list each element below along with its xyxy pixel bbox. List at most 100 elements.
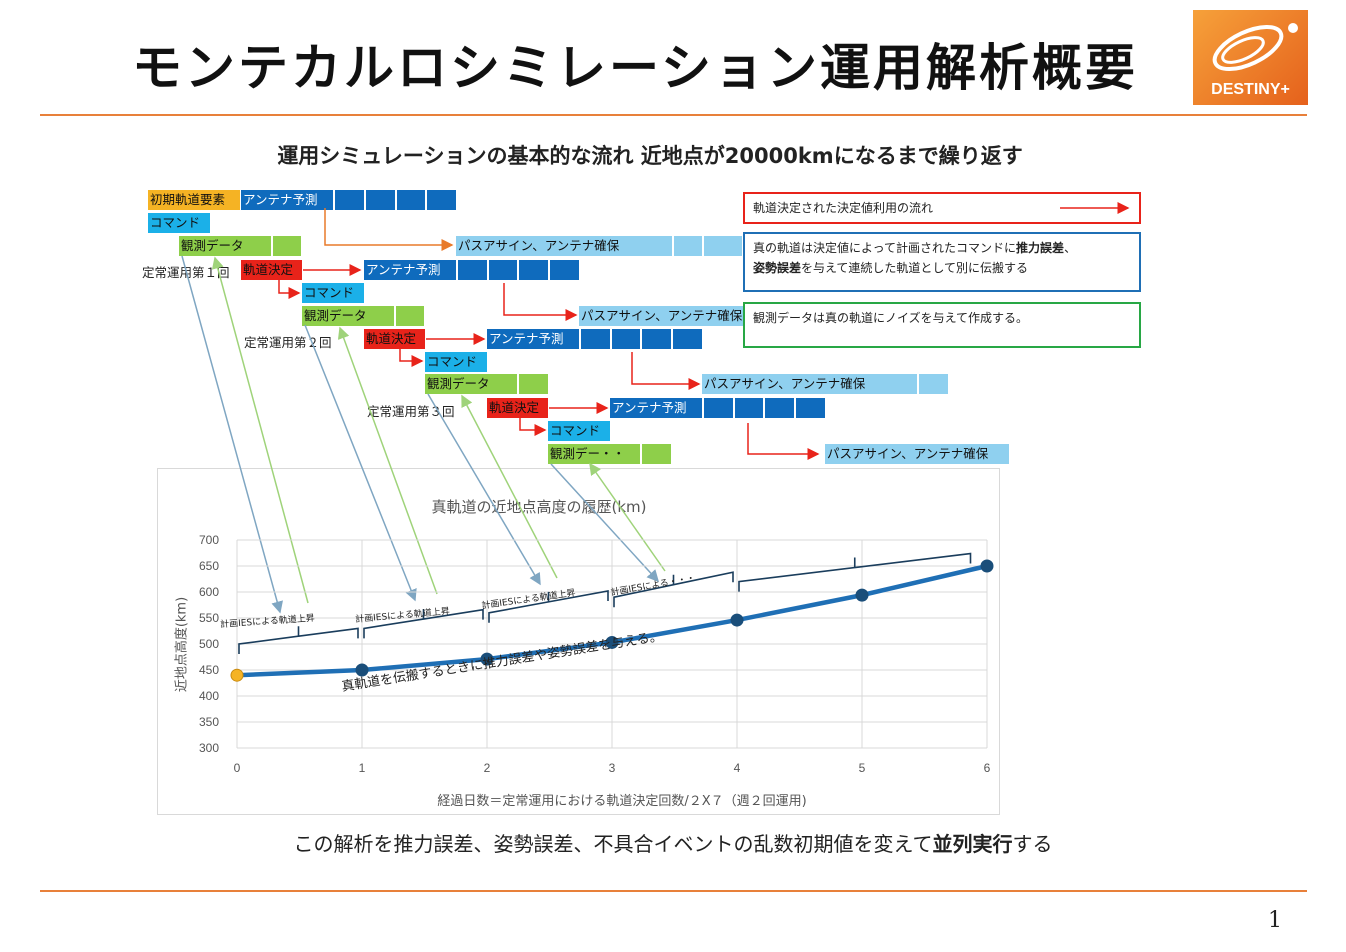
legend-blue-text-1: 真の軌道は決定値によって計画されたコマンドに xyxy=(753,241,1017,255)
command-box-0: コマンド xyxy=(148,213,210,233)
timeline-segment xyxy=(733,398,763,418)
timeline-segment xyxy=(794,398,825,418)
x-tick-label: 0 xyxy=(234,761,241,775)
x-tick-label: 2 xyxy=(484,761,491,775)
data-point xyxy=(355,663,369,677)
data-point xyxy=(980,559,994,573)
pass-assign-box-4: パスアサイン、アンテナ確保 xyxy=(825,444,1009,464)
legend-blue-bold-1: 推力誤差 xyxy=(1016,241,1065,255)
timeline-segment xyxy=(425,190,456,210)
legend-blue-sep: 、 xyxy=(1064,241,1077,255)
y-tick-label: 300 xyxy=(199,741,219,755)
command-box-1: コマンド xyxy=(302,283,364,303)
timeline-segment xyxy=(640,329,671,349)
chart-braces xyxy=(238,552,972,654)
observation-data-box-1: 観測データ xyxy=(302,306,394,326)
timeline-segment xyxy=(271,236,301,256)
data-point xyxy=(855,588,869,602)
x-tick-label: 5 xyxy=(859,761,866,775)
chart-y-ticks: 700 650 600 550 500 450 400 350 300 xyxy=(199,533,219,755)
pass-assign-box-3: パスアサイン、アンテナ確保 xyxy=(702,374,917,394)
data-point xyxy=(230,668,244,682)
command-box-2: コマンド xyxy=(425,352,487,372)
x-tick-label: 1 xyxy=(359,761,366,775)
pass-assign-box-1: パスアサイン、アンテナ確保 xyxy=(456,236,672,256)
chart-series xyxy=(230,559,994,682)
data-point xyxy=(730,613,744,627)
y-tick-label: 650 xyxy=(199,559,219,573)
brace xyxy=(363,608,484,639)
orbit-determination-box-1: 軌道決定 xyxy=(241,260,302,280)
timeline-segment xyxy=(517,374,548,394)
timeline-segment xyxy=(610,329,640,349)
y-tick-label: 400 xyxy=(199,689,219,703)
observation-data-box-3: 観測デー・・ xyxy=(548,444,640,464)
y-tick-label: 500 xyxy=(199,637,219,651)
y-tick-label: 600 xyxy=(199,585,219,599)
timeline-segment xyxy=(456,260,487,280)
y-tick-label: 350 xyxy=(199,715,219,729)
data-point xyxy=(480,652,494,666)
timeline-segment xyxy=(548,260,579,280)
timeline-segment xyxy=(395,190,425,210)
timeline-segment xyxy=(394,306,424,326)
legend-blue-text-2: を与えて連続した軌道として別に伝搬する xyxy=(801,261,1029,275)
timeline-segment xyxy=(640,444,671,464)
y-tick-label: 450 xyxy=(199,663,219,677)
brace xyxy=(238,626,359,654)
brace xyxy=(488,589,609,623)
round-1-label: 定常運用第１回 xyxy=(142,265,230,280)
chart-frame xyxy=(157,468,1000,815)
antenna-prediction-box-1: アンテナ予測 xyxy=(364,260,456,280)
footer-divider xyxy=(40,890,1307,892)
timeline-segment xyxy=(763,398,794,418)
x-tick-label: 4 xyxy=(734,761,741,775)
timeline-segment xyxy=(517,260,548,280)
timeline-segment xyxy=(917,374,948,394)
antenna-prediction-box-3: アンテナ予測 xyxy=(610,398,702,418)
timeline-segment xyxy=(487,260,517,280)
pass-assign-box-2: パスアサイン、アンテナ確保 xyxy=(579,306,743,326)
antenna-prediction-box-0: アンテナ予測 xyxy=(241,190,333,210)
round-2-label: 定常運用第２回 xyxy=(244,335,332,350)
header-divider xyxy=(40,114,1307,116)
page-title: モンテカルロシミレーション運用解析概要 xyxy=(132,39,1138,97)
legend-red: 軌道決定された決定値利用の流れ xyxy=(743,192,1141,224)
page-number: 1 xyxy=(1268,908,1282,933)
footer-note: この解析を推力誤差、姿勢誤差、不具合イベントの乱数初期値を変えて並列実行する xyxy=(0,828,1346,857)
brace xyxy=(738,552,972,592)
y-tick-label: 700 xyxy=(199,533,219,547)
orbit-determination-box-2: 軌道決定 xyxy=(364,329,425,349)
chart-xlabel: 経過日数＝定常運用における軌道決定回数/２X７（週２回運用) xyxy=(437,794,807,809)
observation-data-box-2: 観測データ xyxy=(425,374,517,394)
footer-text-post: する xyxy=(1012,832,1053,856)
y-tick-label: 550 xyxy=(199,611,219,625)
timeline-segment xyxy=(333,190,364,210)
legend-red-text: 軌道決定された決定値利用の流れ xyxy=(753,201,934,215)
data-point xyxy=(605,635,619,649)
timeline-segment xyxy=(702,398,733,418)
round-3-label: 定常運用第３回 xyxy=(367,404,455,419)
orbit-determination-box-3: 軌道決定 xyxy=(487,398,548,418)
antenna-prediction-box-2: アンテナ予測 xyxy=(487,329,579,349)
x-tick-label: 6 xyxy=(984,761,991,775)
timeline-segment xyxy=(672,236,702,256)
timeline-segment xyxy=(579,329,610,349)
timeline-segment xyxy=(671,329,702,349)
flow-arrows xyxy=(181,202,1130,614)
command-box-3: コマンド xyxy=(548,421,610,441)
section-subtitle: 運用シミュレーションの基本的な流れ 近地点が20000kmになるまで繰り返す xyxy=(277,144,1023,168)
legend-blue-bold-2: 姿勢誤差 xyxy=(753,261,802,275)
legend-blue: 真の軌道は決定値によって計画されたコマンドに推力誤差、姿勢誤差を与えて連続した軌… xyxy=(743,232,1141,292)
orbit-logo-icon xyxy=(1212,23,1298,72)
legend-green-text: 観測データは真の軌道にノイズを与えて作成する。 xyxy=(753,311,1029,325)
timeline-segment xyxy=(364,190,395,210)
footer-text-pre: この解析を推力誤差、姿勢誤差、不具合イベントの乱数初期値を変えて xyxy=(293,832,933,856)
brace xyxy=(613,571,734,608)
timeline-segment xyxy=(702,236,742,256)
footer-text-bold: 並列実行 xyxy=(932,832,1013,856)
logo-text: DESTINY+ xyxy=(1211,81,1290,98)
initial-elements-box: 初期軌道要素 xyxy=(148,190,240,210)
